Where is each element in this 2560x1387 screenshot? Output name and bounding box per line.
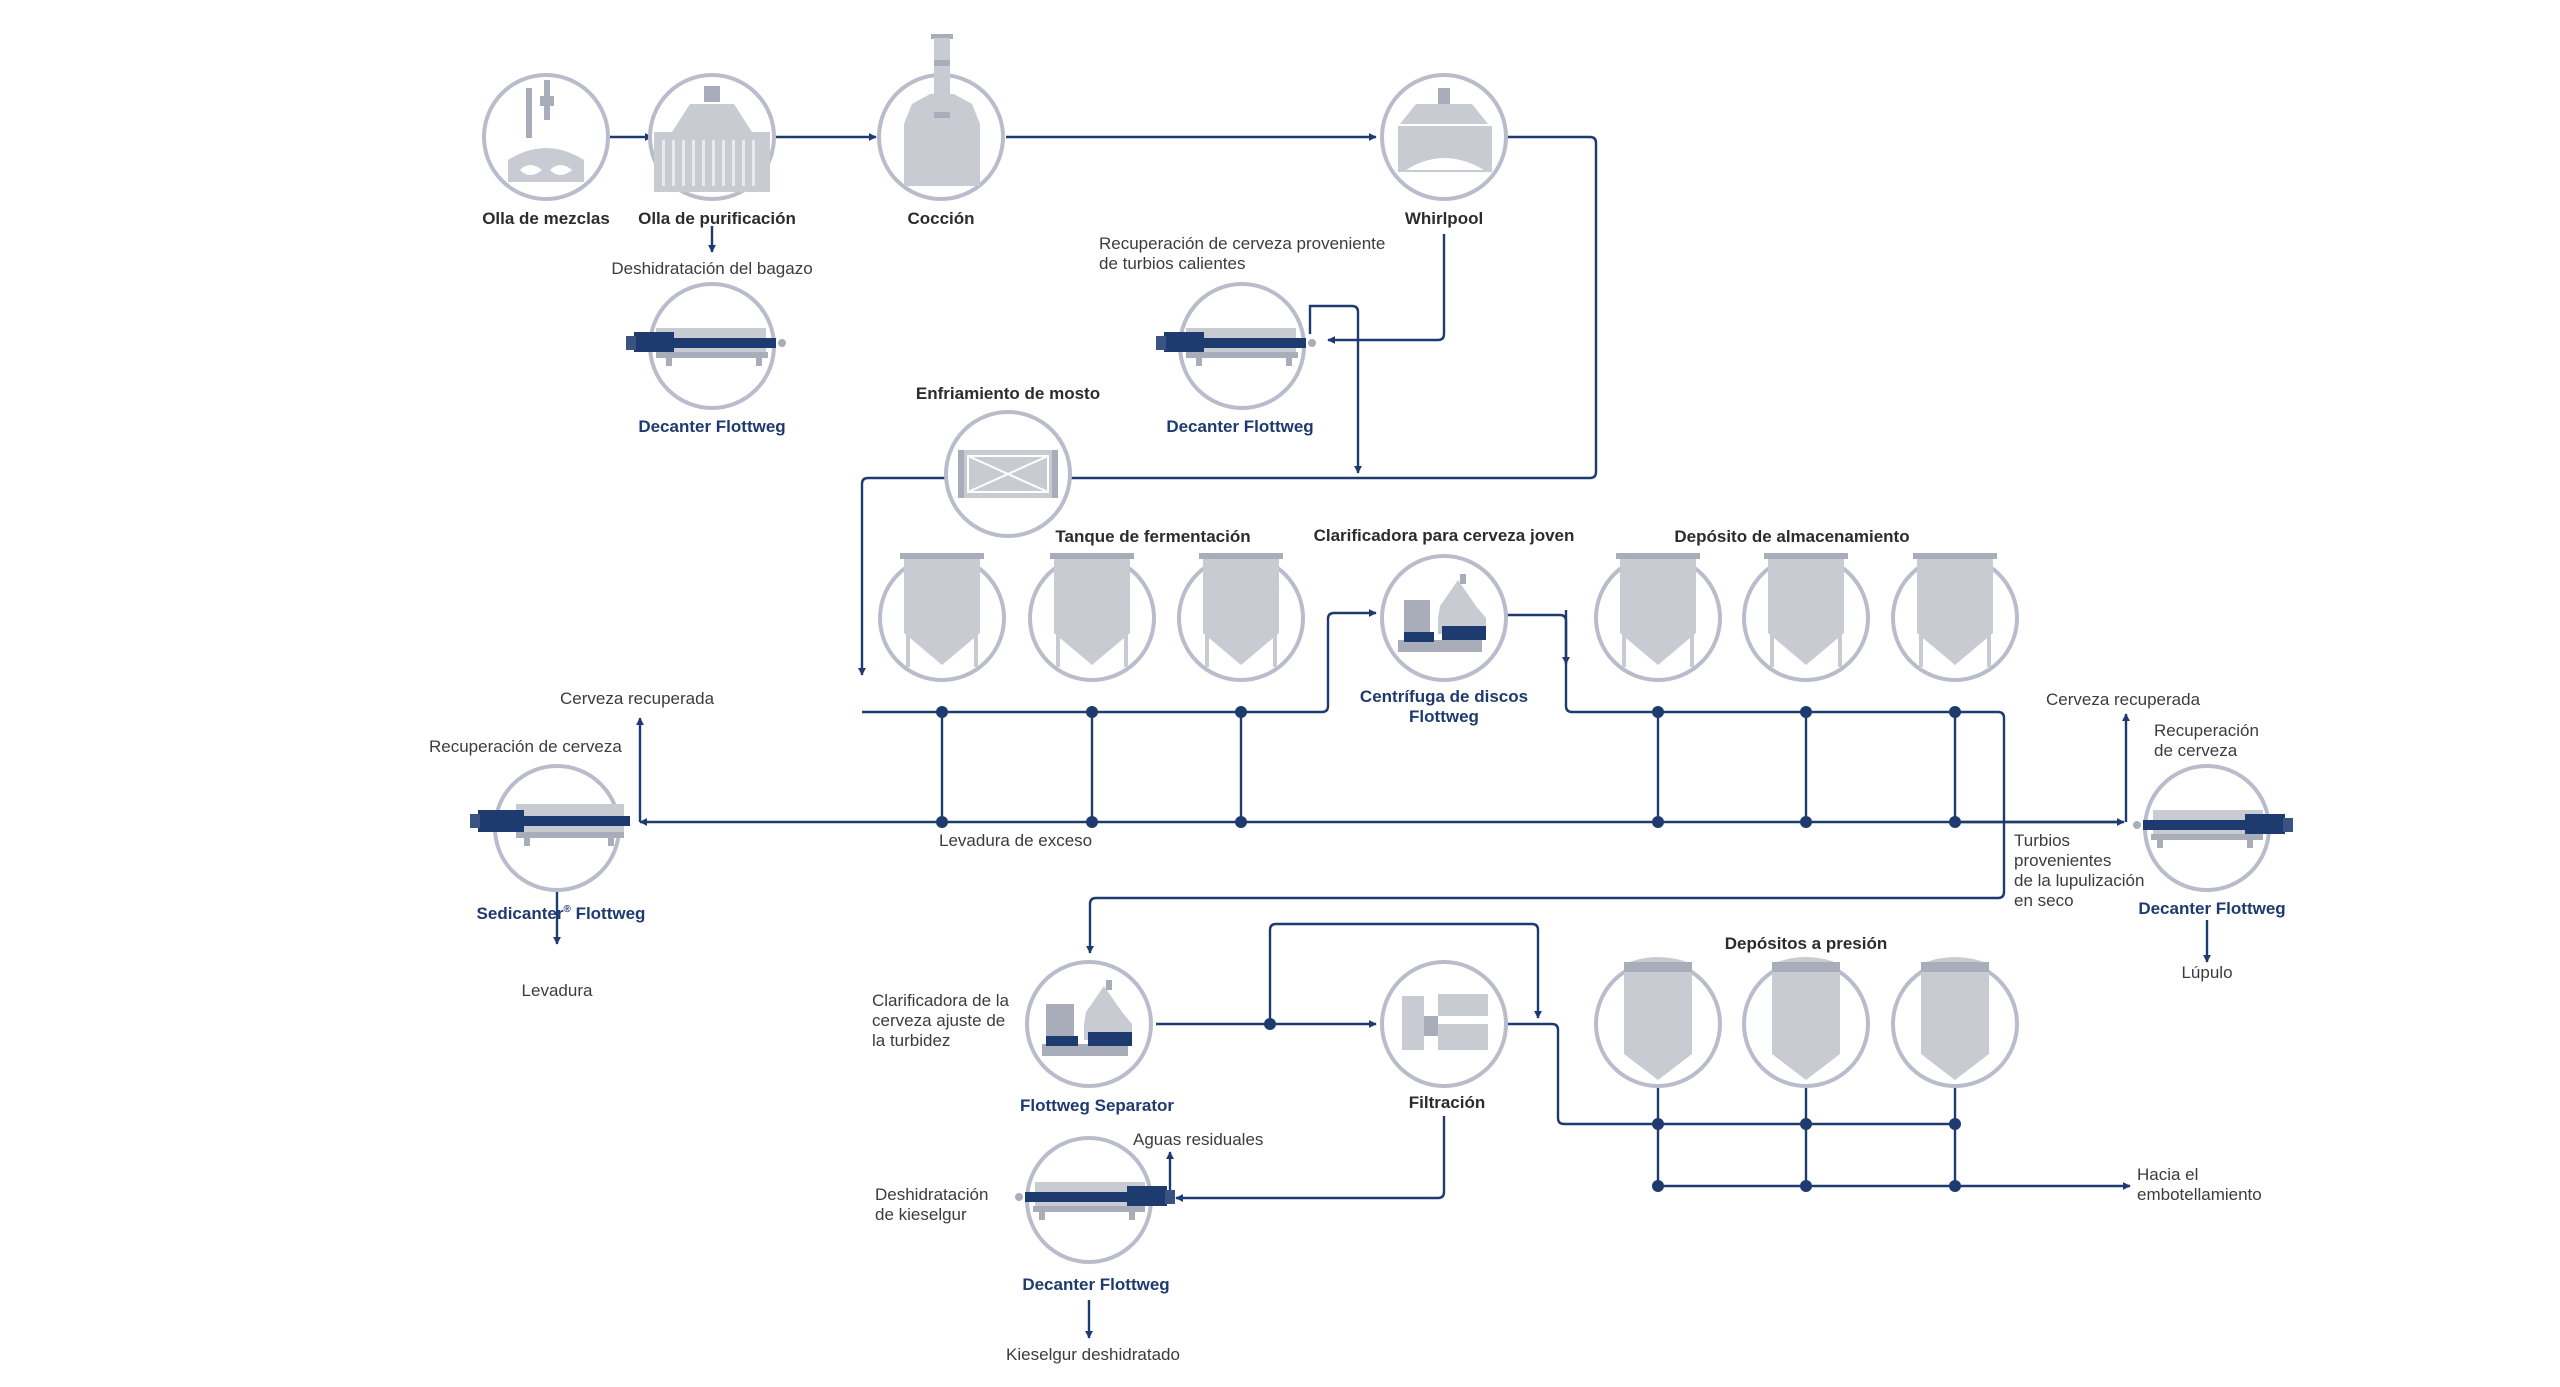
label-levadura-exceso: Levadura de exceso [939, 831, 1092, 850]
label-centrifuga-1: Centrífuga de discos [1360, 687, 1528, 706]
label-recuperacion-right-2: de cerveza [2154, 741, 2238, 760]
label-cerveza-recuperada-left: Cerveza recuperada [560, 689, 715, 708]
wort-cooler-unit [944, 410, 1072, 538]
label-lupulo: Lúpulo [2181, 963, 2232, 982]
filter-unit [1380, 960, 1508, 1088]
decanter-turbios-unit [1156, 282, 1316, 410]
label-hacia-2: embotellamiento [2137, 1185, 2262, 1204]
decanter-bagazo-unit [626, 282, 786, 410]
label-deposito-almacenamiento: Depósito de almacenamiento [1674, 527, 1909, 546]
label-separator: Flottweg Separator [1020, 1096, 1174, 1115]
label-enfriamiento: Enfriamiento de mosto [916, 384, 1100, 403]
label-tanque-fermentacion: Tanque de fermentación [1055, 527, 1250, 546]
storage-tank-2 [1742, 553, 1870, 682]
label-decanter-2: Decanter Flottweg [1166, 417, 1313, 436]
label-levadura: Levadura [522, 981, 593, 1000]
label-olla-purificacion: Olla de purificación [638, 209, 796, 228]
label-sedicanter: Sedicanter® Flottweg [477, 904, 646, 923]
mash-tun-unit [482, 73, 610, 201]
label-recuperacion-cerveza-left: Recuperación de cerveza [429, 737, 622, 756]
junction-dots [936, 706, 1961, 1192]
label-deshidratacion-bagazo: Deshidratación del bagazo [611, 259, 812, 278]
label-recuperacion-turbios-1: Recuperación de cerveza proveniente [1099, 234, 1385, 253]
label-turbios-1: Turbios [2014, 831, 2070, 850]
label-turbios-4: en seco [2014, 891, 2074, 910]
fermentation-tank-3 [1177, 553, 1305, 682]
labels: Olla de mezclas Olla de purificación Coc… [429, 209, 2286, 1364]
label-centrifuga-2: Flottweg [1409, 707, 1479, 726]
storage-tank-3 [1891, 553, 2019, 682]
label-clarificadora-joven: Clarificadora para cerveza joven [1314, 526, 1575, 545]
pressure-tank-3 [1891, 957, 2019, 1088]
pressure-tank-1 [1594, 957, 1722, 1088]
label-decanter-4: Decanter Flottweg [1022, 1275, 1169, 1294]
label-olla-mezclas: Olla de mezclas [482, 209, 610, 228]
label-coccion: Cocción [907, 209, 974, 228]
lauter-tun-unit [648, 73, 776, 201]
label-cerveza-recuperada-right: Cerveza recuperada [2046, 690, 2201, 709]
pipe-network [553, 133, 2211, 1339]
sedicanter-unit [470, 764, 630, 892]
label-filtracion: Filtración [1409, 1093, 1486, 1112]
label-recuperacion-turbios-2: de turbios calientes [1099, 254, 1245, 273]
storage-tank-1 [1594, 553, 1722, 682]
pressure-tank-2 [1742, 957, 1870, 1088]
label-deshidratacion-kieselgur-1: Deshidratación [875, 1185, 988, 1204]
whirlpool-unit [1380, 73, 1508, 201]
label-depositos-presion: Depósitos a presión [1725, 934, 1887, 953]
label-deshidratacion-kieselgur-2: de kieselgur [875, 1205, 967, 1224]
decanter-lupulo-unit [2133, 764, 2293, 892]
wort-kettle-unit [877, 34, 1005, 201]
label-decanter-3: Decanter Flottweg [2138, 899, 2285, 918]
label-aguas-residuales: Aguas residuales [1133, 1130, 1263, 1149]
label-decanter-1: Decanter Flottweg [638, 417, 785, 436]
label-clarificadora-ajuste-3: la turbidez [872, 1031, 950, 1050]
label-hacia-1: Hacia el [2137, 1165, 2198, 1184]
label-turbios-2: provenientes [2014, 851, 2111, 870]
fermentation-tank-1 [878, 553, 1006, 682]
label-kieselgur-deshidratado: Kieselgur deshidratado [1006, 1345, 1180, 1364]
label-clarificadora-ajuste-2: cerveza ajuste de [872, 1011, 1005, 1030]
label-clarificadora-ajuste-1: Clarificadora de la [872, 991, 1010, 1010]
label-whirlpool: Whirlpool [1405, 209, 1483, 228]
label-turbios-3: de la lupulización [2014, 871, 2144, 890]
decanter-kieselgur-unit [1015, 1136, 1175, 1264]
separator-unit [1025, 960, 1153, 1088]
disc-centrifuge-unit [1380, 554, 1508, 682]
fermentation-tank-2 [1028, 553, 1156, 682]
label-recuperacion-right-1: Recuperación [2154, 721, 2259, 740]
